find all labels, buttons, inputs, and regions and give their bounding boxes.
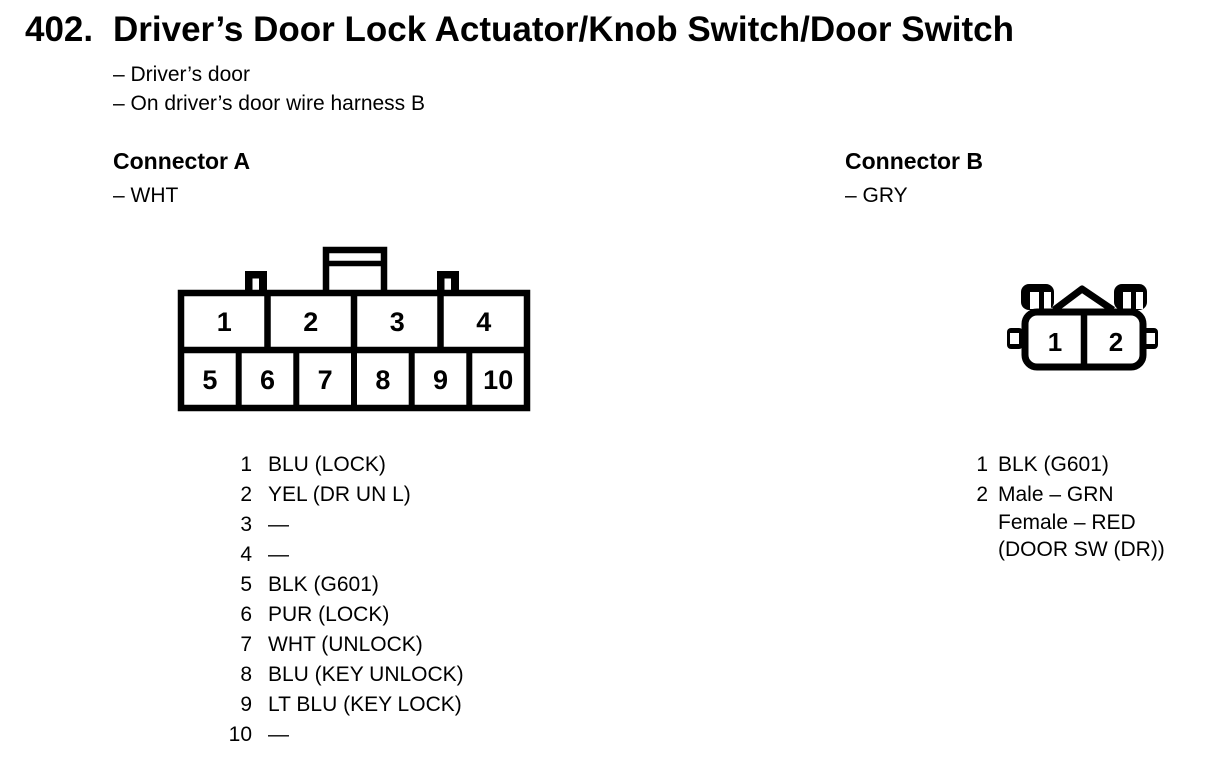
cavity-number: 9: [433, 365, 448, 395]
pin-description: BLK (G601): [268, 573, 379, 596]
pin-row: 2 Male – GRN Female – RED (DOOR SW (DR)): [960, 480, 1165, 563]
connector-a-cavity-numbers: 1 2 3 4 5 6 7 8 9 10: [202, 307, 513, 395]
pin-row: 9 LT BLU (KEY LOCK): [224, 690, 464, 720]
pin-row: 3 —: [224, 510, 464, 540]
pin-number: 7: [240, 633, 252, 656]
pin-row: 7 WHT (UNLOCK): [224, 630, 464, 660]
pin-number: 5: [240, 573, 252, 596]
cavity-number: 7: [318, 365, 333, 395]
cavity-number: 4: [476, 307, 491, 337]
connector-b-diagram: 1 2: [1007, 284, 1158, 371]
cavity-number: 3: [390, 307, 405, 337]
pin-number: 3: [240, 513, 252, 536]
connector-b-top-tabs: [1021, 284, 1147, 310]
location-note: – On driver’s door wire harness B: [113, 92, 426, 115]
pin-number: 4: [240, 543, 252, 566]
connector-a-pin-list: 1 BLU (LOCK) 2 YEL (DR UN L) 3 — 4 — 5 B…: [224, 450, 464, 750]
cavity-number: 8: [375, 365, 390, 395]
pin-description-line: Male – GRN: [998, 483, 1114, 506]
cavity-number: 10: [483, 365, 513, 395]
pin-row: 6 PUR (LOCK): [224, 600, 464, 630]
pin-number: 6: [240, 603, 252, 626]
cavity-number: 5: [202, 365, 217, 395]
connector-a-top-tabs: [245, 271, 459, 293]
connector-a-body: [177, 289, 531, 412]
pin-description: —: [268, 723, 289, 746]
connector-b-heading: Connector B: [845, 148, 983, 174]
connector-b-pin-list: 1 BLK (G601) 2 Male – GRN Female – RED (…: [960, 450, 1165, 563]
pin-row: 4 —: [224, 540, 464, 570]
connector-a-latch: [322, 246, 388, 299]
pin-number: 2: [240, 483, 252, 506]
connector-a-heading: Connector A: [113, 148, 251, 174]
pin-row: 1 BLK (G601): [960, 450, 1165, 480]
pin-number: 1: [976, 453, 988, 476]
pin-number: 1: [240, 453, 252, 476]
cavity-number: 2: [303, 307, 318, 337]
pin-description: BLU (KEY UNLOCK): [268, 663, 464, 686]
pin-description: —: [268, 513, 289, 536]
connector-b-color-note: – GRY: [845, 184, 908, 207]
section-number: 402.: [25, 10, 94, 49]
connector-a-color-note: – WHT: [113, 184, 179, 207]
pin-description: BLU (LOCK): [268, 453, 386, 476]
pin-row: 2 YEL (DR UN L): [224, 480, 464, 510]
pin-row: 10 —: [224, 720, 464, 750]
cavity-number: 1: [1048, 327, 1062, 357]
connector-b-body: [1021, 308, 1147, 371]
pin-number: 2: [976, 483, 988, 506]
location-note: – Driver’s door: [113, 63, 250, 86]
connector-b-cavity-numbers: 1 2: [1048, 327, 1123, 357]
connector-a-diagram: 1 2 3 4 5 6 7 8 9 10: [177, 246, 531, 412]
pin-row: 5 BLK (G601): [224, 570, 464, 600]
pin-row: 8 BLU (KEY UNLOCK): [224, 660, 464, 690]
pin-description: PUR (LOCK): [268, 603, 390, 626]
pin-number: 10: [228, 723, 252, 746]
pin-description-line: (DOOR SW (DR)): [998, 537, 1165, 561]
pin-description: WHT (UNLOCK): [268, 633, 423, 656]
cavity-number: 6: [260, 365, 275, 395]
pin-row: 1 BLU (LOCK): [224, 450, 464, 480]
page-title: 402. Driver’s Door Lock Actuator/Knob Sw…: [25, 10, 1014, 50]
cavity-number: 2: [1109, 327, 1123, 357]
section-title-text: Driver’s Door Lock Actuator/Knob Switch/…: [113, 10, 1015, 49]
cavity-number: 1: [217, 307, 232, 337]
pin-description: LT BLU (KEY LOCK): [268, 693, 462, 716]
pin-description: YEL (DR UN L): [268, 483, 411, 506]
pin-description: BLK (G601): [998, 450, 1109, 480]
connector-b-peak: [1051, 285, 1115, 313]
pin-description-line: Female – RED: [998, 511, 1136, 534]
pin-description: Male – GRN Female – RED (DOOR SW (DR)): [998, 480, 1165, 563]
pin-description: —: [268, 543, 289, 566]
location-notes: – Driver’s door – On driver’s door wire …: [113, 60, 425, 118]
pin-description-line: BLK (G601): [998, 453, 1109, 476]
pin-number: 9: [240, 693, 252, 716]
pin-number: 8: [240, 663, 252, 686]
